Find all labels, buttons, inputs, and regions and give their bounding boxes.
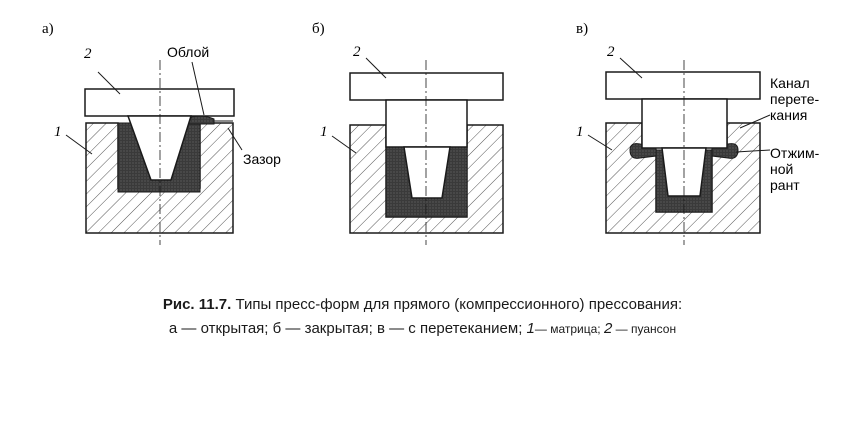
panel-a-gap-label: Зазор	[243, 151, 281, 167]
panel-c-rim-line1: Отжим-	[770, 145, 820, 161]
panel-a-label: а)	[42, 21, 54, 37]
panel-b-label: б)	[312, 21, 325, 37]
panel-b-punch-plunger	[385, 99, 468, 148]
panel-c-rim-line3: рант	[770, 177, 800, 193]
panel-c: в) 2 1 Канал перете- кания Отжим- ной ра…	[576, 21, 820, 245]
panel-c-punch-plate	[605, 71, 761, 100]
panel-a-punch-number: 2	[84, 46, 92, 62]
panel-c-channel-line2: перете-	[770, 91, 820, 107]
panel-b-punch-number: 2	[353, 44, 361, 60]
panel-a-flash-label: Облой	[167, 44, 209, 60]
panel-b-punch-plate	[349, 72, 504, 101]
panel-a-punch-core	[126, 115, 193, 181]
panel-b: б) 2 1	[312, 21, 504, 245]
panel-b-punch-tip	[403, 146, 451, 199]
panel-c-channel-line1: Канал	[770, 75, 810, 91]
panel-a: а) 2 1 Облой Зазор	[42, 21, 281, 245]
caption-num-2: 2	[603, 320, 613, 337]
panel-c-rim-line2: ной	[770, 161, 793, 177]
panel-a-punch-plate	[84, 88, 235, 117]
caption-legend: а — открытая; б — закрытая; в — с перете…	[0, 320, 845, 337]
caption-punch: — пуансон	[612, 322, 677, 336]
caption-title: Рис. 11.7. Типы пресс-форм для прямого (…	[0, 296, 845, 313]
caption-num-1: 1	[526, 320, 535, 337]
panel-c-label: в)	[576, 21, 588, 37]
panel-c-channel-line3: кания	[770, 107, 807, 123]
caption-figure-number: Рис. 11.7.	[162, 296, 232, 313]
panel-c-die-number: 1	[576, 124, 584, 140]
caption-types: а — открытая; б — закрытая; в — с перете…	[168, 320, 527, 337]
panel-c-punch-plunger	[641, 98, 728, 149]
panel-b-die-number: 1	[320, 124, 328, 140]
panel-a-die-number: 1	[54, 124, 62, 140]
caption-matrix: — матрица;	[534, 322, 604, 336]
caption-title-text: Типы пресс-форм для прямого (компрессион…	[231, 296, 683, 313]
panel-c-punch-number: 2	[607, 44, 615, 60]
